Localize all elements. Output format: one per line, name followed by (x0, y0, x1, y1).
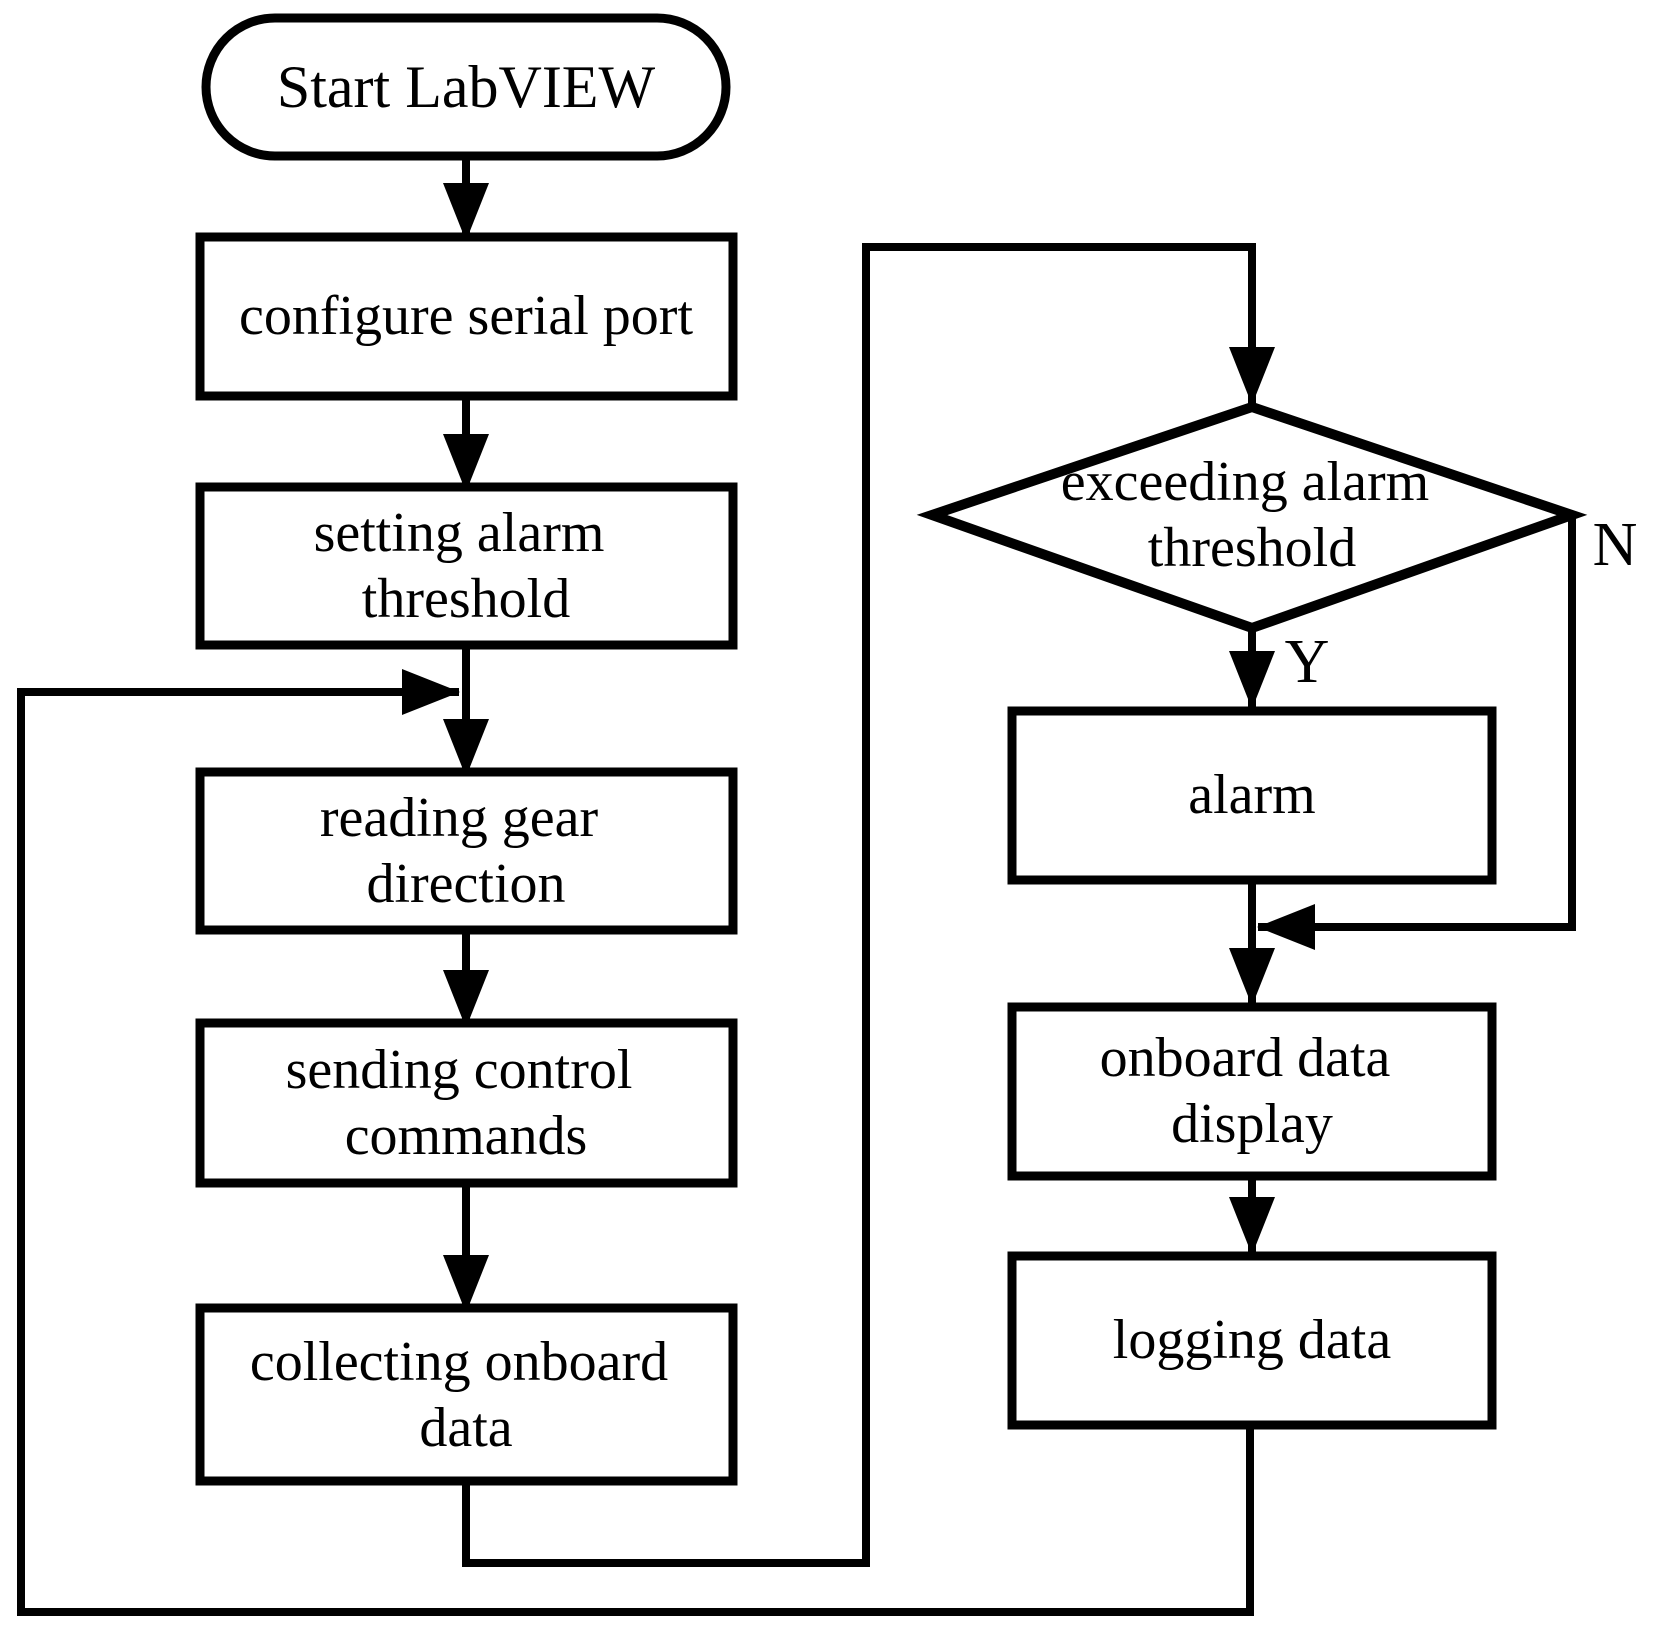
configure-serial-port-box (195, 232, 738, 401)
sending-control-commands-label: sending control commands (286, 1039, 647, 1167)
connector-outer-loop-logging-to-reading (17, 669, 1254, 1616)
alarm-box (1007, 706, 1497, 885)
setting-alarm-threshold-label: setting alarm threshold (314, 502, 619, 630)
onboard-data-display-label: onboard data display (1100, 1027, 1405, 1155)
collecting-onboard-data-label: collecting onboard data (250, 1331, 682, 1459)
branch-label-yes: Y (1285, 628, 1330, 696)
collecting-onboard-data-box (195, 1303, 738, 1486)
start-terminator (201, 13, 731, 161)
logging-data-box (1007, 1251, 1497, 1430)
branch-label-no: N (1593, 511, 1638, 579)
logging-data-label: logging data (1113, 1309, 1392, 1371)
alarm-label: alarm (1188, 764, 1315, 826)
connector-collecting-to-decision (462, 243, 1275, 1567)
start-label: Start LabVIEW (277, 54, 656, 120)
exceeding-alarm-threshold-label: exceeding alarm threshold (1061, 451, 1443, 579)
configure-serial-port-label: configure serial port (239, 285, 693, 347)
sending-control-commands-box (195, 1018, 738, 1188)
setting-alarm-threshold-box (195, 482, 738, 650)
reading-gear-direction-box (195, 767, 738, 935)
connector-decision-no-bypass (1257, 515, 1576, 950)
reading-gear-direction-label: reading gear direction (320, 787, 612, 915)
exceeding-alarm-threshold-decision (916, 401, 1588, 634)
onboard-data-display-box (1007, 1002, 1497, 1181)
